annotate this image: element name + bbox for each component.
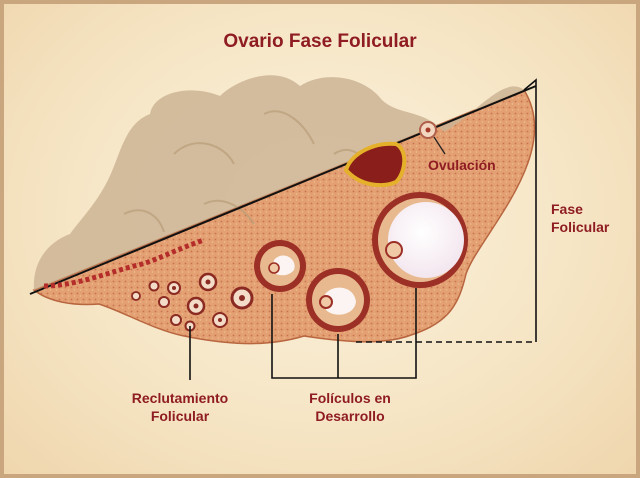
follicular-phase-label: Fase Folicular	[551, 201, 610, 235]
cortex-rim	[43, 237, 205, 289]
developing-follicle-1-antrum	[324, 287, 356, 315]
section-cut-line	[29, 85, 537, 295]
developing-follicles-bracket	[271, 288, 417, 379]
ovary-faded-half	[33, 75, 525, 290]
developing-follicle-2-oocyte	[268, 262, 280, 274]
ovulation-pointer	[433, 136, 446, 155]
preovulatory-follicle-antrum	[388, 202, 464, 278]
preovulatory-oocyte	[385, 241, 403, 259]
faded-texture	[123, 110, 370, 233]
oocyte-nucleus	[425, 127, 431, 133]
ovary-illustration	[29, 75, 537, 380]
follicular-recruitment-label: Reclutamiento Folicular	[131, 390, 229, 424]
ovulation-site	[343, 141, 407, 188]
developing-follicle-1-oocyte	[319, 295, 333, 309]
diagram-title: Ovario Fase Folicular	[223, 31, 417, 52]
developing-follicles-label: Folículos en Desarrollo	[309, 390, 391, 424]
follicular-phase-bracket	[523, 78, 537, 342]
ovulation-label: Ovulación	[428, 157, 496, 173]
